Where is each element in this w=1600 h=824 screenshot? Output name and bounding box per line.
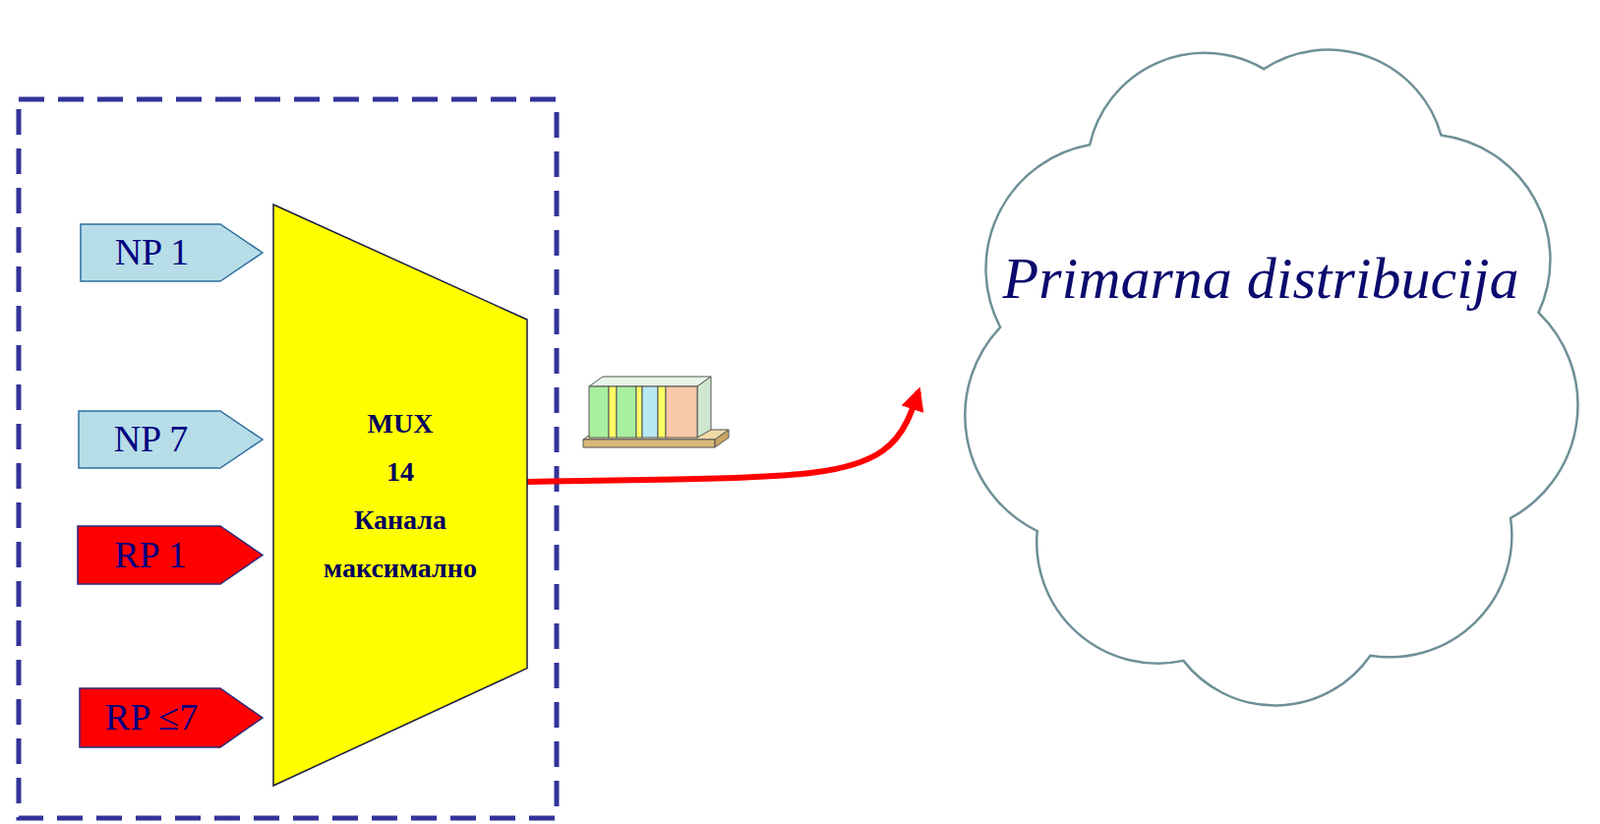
node-label: MUX 14 Канала максимално xyxy=(301,399,499,593)
arrow-shape xyxy=(78,411,263,469)
network-cloud: Primarna distribucija xyxy=(926,7,1596,738)
package-icon xyxy=(583,376,729,448)
input-arrow: NP 7 xyxy=(77,410,264,470)
node-label: RP 1 xyxy=(114,534,227,577)
input-arrow: RP 1 xyxy=(76,525,264,586)
node-label: NP 1 xyxy=(115,232,230,274)
arrow-shape xyxy=(79,688,263,748)
input-arrow: NP 1 xyxy=(79,223,264,283)
input-arrow: RP ≤7 xyxy=(78,687,264,749)
trapezoid-shape xyxy=(273,204,528,786)
multiplexer: MUX 14 Канала максимално xyxy=(273,204,528,786)
node-label: NP 7 xyxy=(114,418,229,461)
node-outline xyxy=(926,7,1596,738)
signal-arrow xyxy=(527,391,919,482)
node-label: RP ≤7 xyxy=(105,697,238,739)
node-label: Primarna distribucija xyxy=(926,236,1596,322)
cloud-shape xyxy=(964,50,1578,707)
group-outline xyxy=(18,99,557,819)
node-outline xyxy=(273,204,528,786)
arrow-shape xyxy=(80,224,263,282)
arrow-shape xyxy=(77,526,263,585)
